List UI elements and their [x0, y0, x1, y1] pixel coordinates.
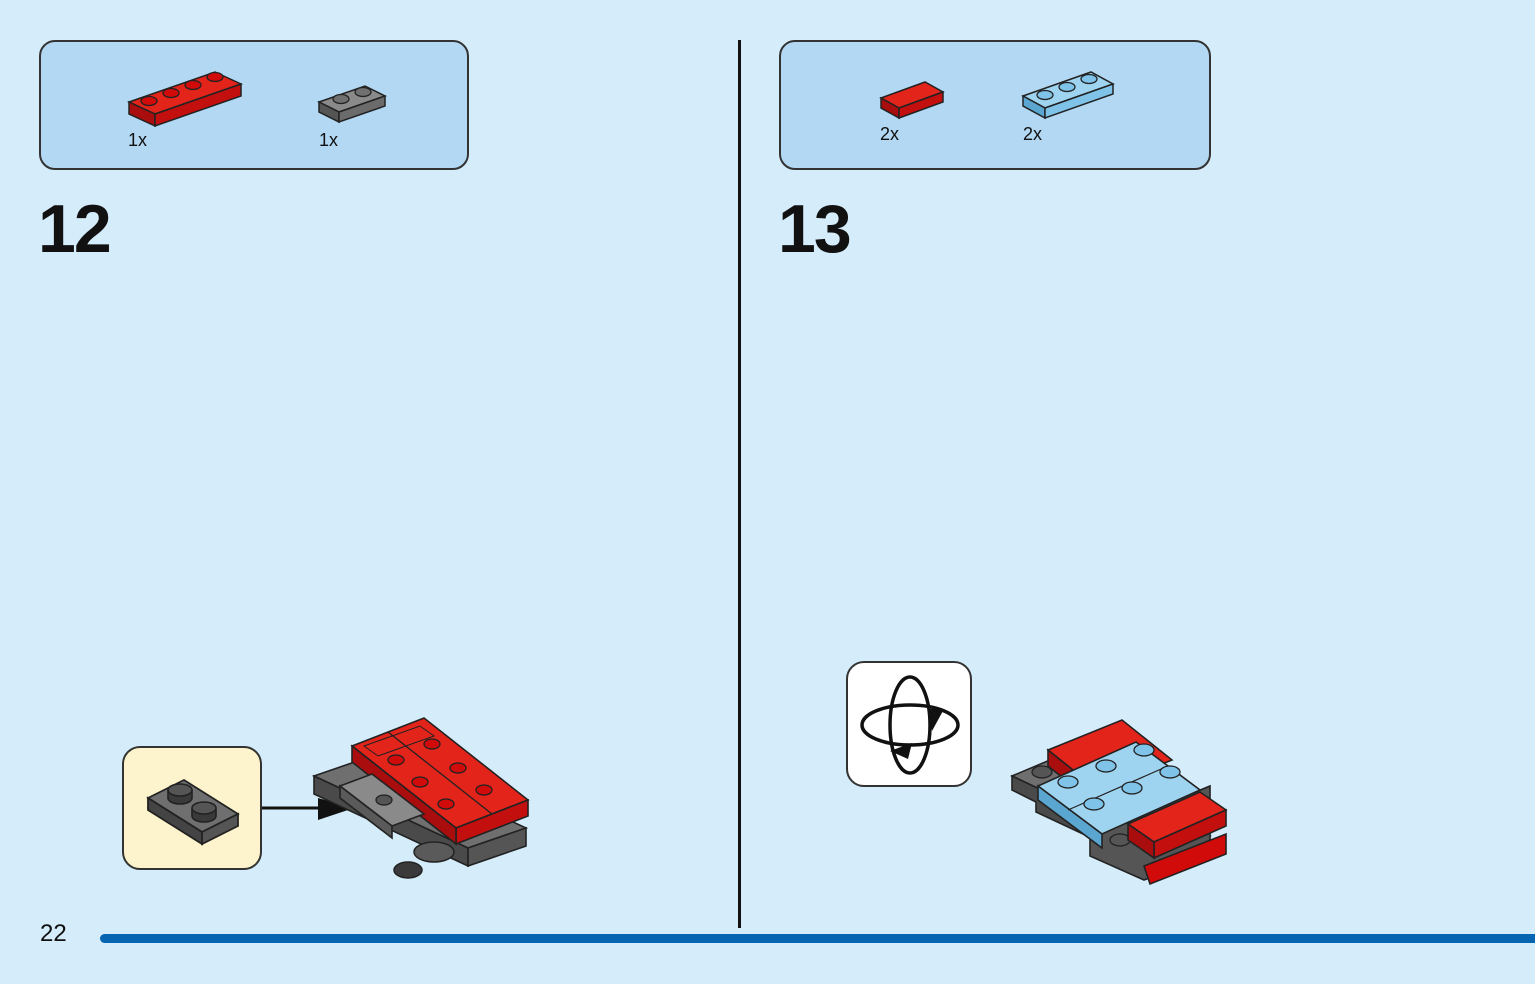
step-number: 12: [38, 191, 112, 267]
rotate-model-indicator: [846, 661, 972, 787]
subassembly-callout: [122, 746, 262, 870]
qty-label: 2x: [1023, 124, 1043, 144]
qty-label: 1x: [319, 130, 339, 150]
red-1x2-tile-icon: [879, 81, 945, 120]
step-13-model-illustration: [1010, 719, 1228, 886]
dark-gray-1x2-plate-icon: [317, 85, 387, 124]
placement-arrow-icon: [262, 798, 354, 820]
page-number: 22: [40, 920, 67, 947]
step-12-model-illustration: [311, 717, 530, 879]
parts-list-step-12: 1x 1x: [39, 40, 469, 170]
rotate-icon: [860, 675, 960, 775]
qty-label: 2x: [880, 124, 900, 144]
step-number: 13: [778, 191, 852, 267]
page-divider: [738, 40, 741, 928]
dark-gray-plate-icon: [146, 778, 240, 846]
footer-bar: [100, 934, 1535, 943]
red-1x4-plate-icon: [127, 71, 243, 128]
parts-list-step-13: 2x 2x: [779, 40, 1211, 170]
qty-label: 1x: [128, 130, 148, 150]
light-blue-1x3-plate-icon: [1021, 71, 1115, 120]
